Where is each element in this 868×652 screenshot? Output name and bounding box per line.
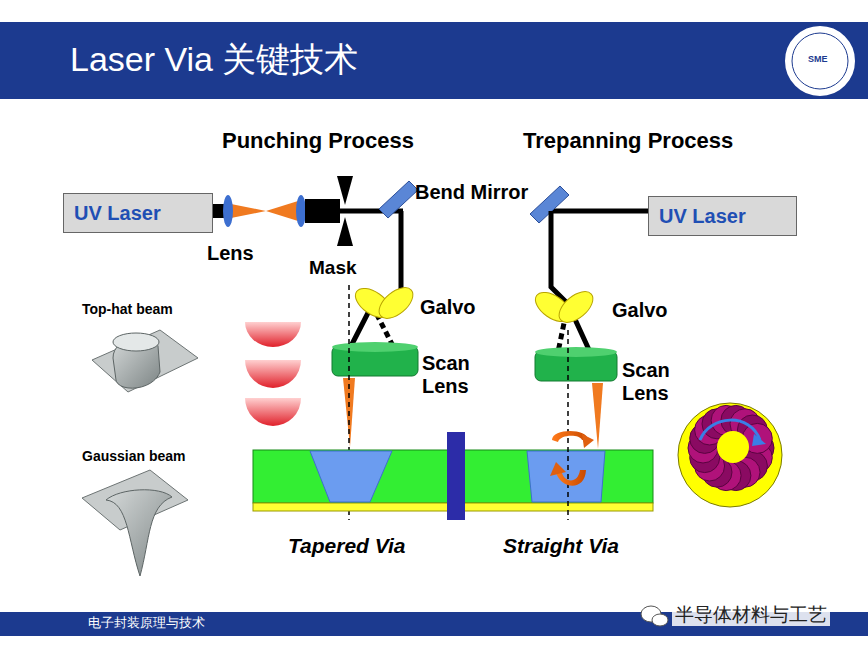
- footer-text: 电子封装原理与技术: [88, 616, 205, 631]
- rotation-arrow-head: [582, 434, 594, 448]
- part-name: Galvo: [612, 299, 668, 322]
- beam-expand: [266, 201, 298, 221]
- top-hat-top: [113, 333, 159, 351]
- mask: [337, 217, 353, 246]
- via-name: Straight Via: [503, 534, 619, 558]
- beam-focus: [231, 204, 266, 218]
- galvo: [554, 286, 599, 329]
- trepan-ring: [688, 405, 774, 490]
- galvo: [374, 282, 419, 325]
- scan-lens-top: [332, 342, 418, 352]
- straight-via: [527, 451, 605, 502]
- laser-label: UV Laser: [649, 205, 756, 228]
- part-name: Mask: [309, 257, 357, 279]
- part-name: Bend Mirror: [415, 181, 528, 204]
- scan-lens-top: [535, 347, 617, 357]
- tapered-via: [310, 451, 392, 502]
- lens: [223, 195, 233, 227]
- beam-name: Gaussian beam: [82, 448, 186, 464]
- title-band: [0, 22, 868, 99]
- beam-cone: [592, 383, 603, 449]
- beam: [551, 211, 590, 352]
- gaussian-beam: [106, 490, 172, 576]
- beam: [305, 199, 340, 223]
- slide-title: Laser Via 关键技术: [70, 40, 358, 79]
- lens-profile: [245, 360, 301, 388]
- laser-label: UV Laser: [64, 202, 171, 225]
- logo: [784, 25, 856, 97]
- lens-profile: [245, 322, 301, 347]
- trepan-disc: [678, 403, 782, 507]
- part-name: Galvo: [420, 296, 476, 319]
- watermark: 半导体材料与工艺: [672, 604, 830, 626]
- trepan-core: [717, 431, 749, 463]
- lens: [296, 195, 306, 227]
- laser-box: UV Laser: [648, 196, 797, 236]
- logo-ring: [792, 33, 848, 89]
- trepan-arrow-head: [752, 434, 766, 446]
- rotation-arrow-head: [550, 462, 566, 476]
- section-title: Trepanning Process: [523, 128, 733, 153]
- mask: [337, 176, 353, 205]
- part-name: Lens: [207, 242, 254, 265]
- logo-text: SME: [808, 54, 828, 64]
- beam: [552, 209, 648, 214]
- via-name: Tapered Via: [288, 534, 406, 558]
- laser-box: UV Laser: [63, 193, 213, 233]
- section-title: Punching Process: [222, 128, 414, 153]
- part-name: Scan Lens: [422, 352, 486, 398]
- trepan-arrow: [700, 420, 760, 440]
- axis: [567, 330, 569, 520]
- beam-name: Top-hat beam: [82, 301, 173, 317]
- wechat-icon: [652, 614, 668, 626]
- divider: [447, 432, 465, 520]
- beam: [349, 211, 401, 350]
- lens-profile: [245, 398, 301, 426]
- part-name: Scan Lens: [622, 359, 686, 405]
- top-hat-base: [92, 330, 198, 392]
